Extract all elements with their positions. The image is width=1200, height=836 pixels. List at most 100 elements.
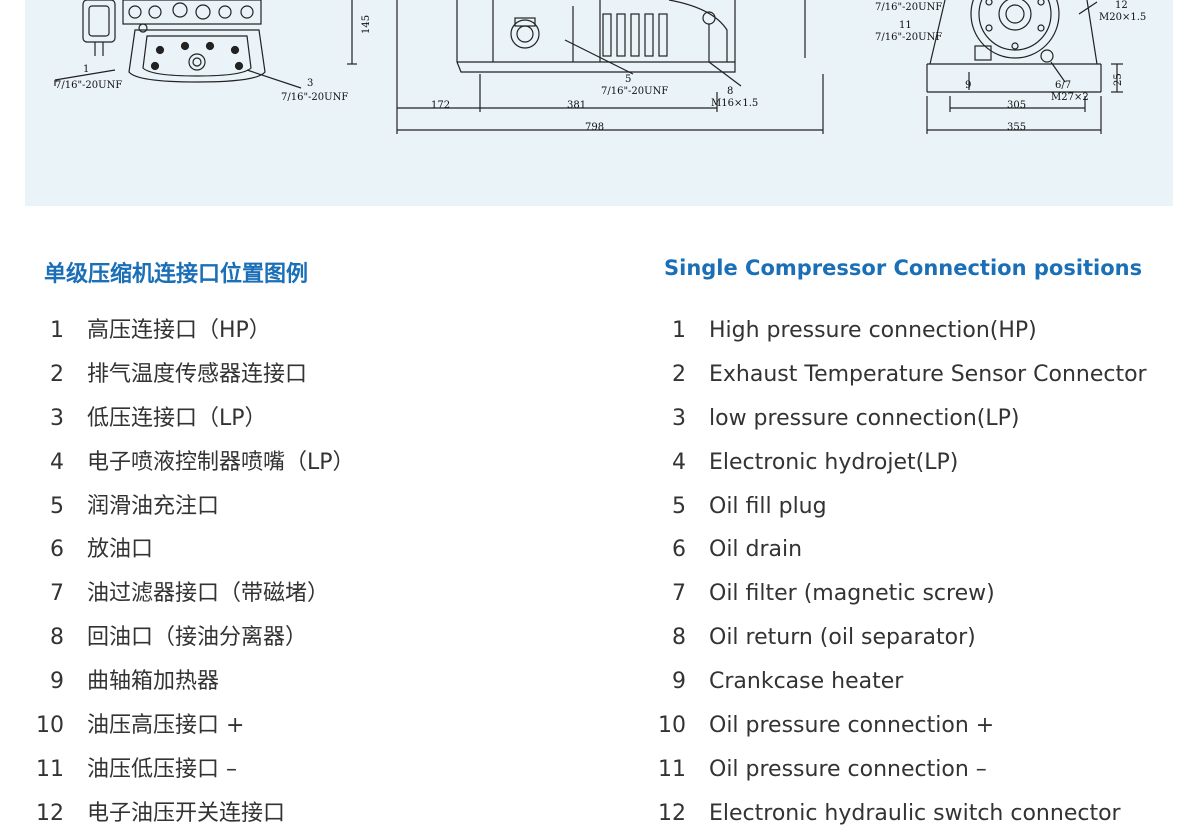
label-5-number: 5 [625, 74, 631, 85]
end-top-thread: 7/16"-20UNF [875, 2, 942, 13]
item-number: 2 [50, 361, 64, 387]
end-view [926, 0, 1123, 134]
dim-25: 25 [1113, 73, 1124, 86]
item-text: 油压高压接口 + [87, 713, 245, 739]
dim-798: 798 [585, 122, 604, 133]
item-text: Oil return (oil separator) [709, 625, 976, 651]
item-text: Electronic hydrojet(LP) [709, 449, 959, 475]
item-text: 电子油压开关连接口 [87, 800, 286, 826]
list-item: 4 电子喷液控制器喷嘴（LP） [30, 441, 590, 485]
label-11-number: 11 [899, 20, 912, 31]
item-number: 12 [36, 800, 64, 826]
item-number: 9 [672, 669, 686, 695]
item-text: 低压连接口（LP） [87, 405, 267, 431]
item-number: 11 [658, 756, 686, 782]
side-view [347, 0, 824, 134]
item-number: 9 [50, 669, 64, 695]
item-number: 8 [50, 625, 64, 651]
list-item: 8 Oil return (oil separator) [652, 616, 1198, 660]
item-number: 11 [36, 756, 64, 782]
item-text: High pressure connection(HP) [709, 318, 1037, 343]
list-item: 1 High pressure connection(HP) [652, 309, 1198, 353]
item-text: 油过滤器接口（带磁堵） [87, 581, 330, 607]
list-item: 7 Oil filter (magnetic screw) [652, 572, 1198, 616]
item-number: 6 [50, 537, 64, 563]
item-text: Exhaust Temperature Sensor Connector [709, 361, 1147, 387]
item-text: Electronic hydraulic switch connector [709, 800, 1121, 826]
list-item: 5 Oil fill plug [652, 485, 1198, 529]
item-number: 4 [50, 449, 64, 475]
label-3-number: 3 [307, 78, 313, 89]
list-item: 12 电子油压开关连接口 [30, 792, 590, 836]
heading-english: Single Compressor Connection positions [664, 256, 1143, 280]
item-text: Oil pressure connection + [709, 713, 995, 739]
item-number: 1 [672, 318, 686, 343]
label-6-7-thread: M27×2 [1051, 92, 1089, 103]
item-number: 7 [672, 581, 686, 607]
list-item: 3 低压连接口（LP） [30, 397, 590, 441]
list-item: 4 Electronic hydrojet(LP) [652, 441, 1198, 485]
label-12-number: 12 [1115, 0, 1128, 11]
label-9-number: 9 [965, 80, 971, 91]
label-1-thread: 7/16"-20UNF [55, 80, 122, 91]
item-number: 3 [50, 405, 64, 431]
item-number: 3 [672, 405, 686, 431]
item-text: 油压低压接口 – [87, 756, 237, 782]
list-item: 2 Exhaust Temperature Sensor Connector [652, 353, 1198, 397]
item-text: 排气温度传感器连接口 [87, 361, 308, 387]
item-number: 2 [672, 361, 686, 387]
item-number: 4 [672, 449, 686, 475]
item-text: 电子喷液控制器喷嘴（LP） [87, 449, 355, 475]
list-item: 2 排气温度传感器连接口 [30, 353, 590, 397]
list-item: 5 润滑油充注口 [30, 485, 590, 529]
item-text: Oil drain [709, 537, 803, 563]
item-number: 8 [672, 625, 686, 651]
dim-305: 305 [1007, 100, 1026, 111]
item-number: 5 [672, 493, 686, 519]
list-item: 3 low pressure connection(LP) [652, 397, 1198, 441]
item-number: 10 [36, 713, 64, 739]
list-item: 10 油压高压接口 + [30, 704, 590, 748]
list-item: 12 Electronic hydraulic switch connector [652, 792, 1198, 836]
label-11-thread: 7/16"-20UNF [875, 32, 942, 43]
label-6-7-number: 6/7 [1055, 80, 1071, 91]
label-5-thread: 7/16"-20UNF [601, 86, 668, 97]
item-text: 回油口（接油分离器） [87, 625, 308, 651]
legend-list-english: 1 High pressure connection(HP) 2 Exhaust T… [652, 309, 1198, 836]
label-3-thread: 7/16"-20UNF [281, 92, 348, 103]
item-text: Oil filter (magnetic screw) [709, 581, 995, 607]
item-number: 12 [658, 800, 686, 826]
item-text: 放油口 [87, 537, 154, 563]
item-text: Oil fill plug [709, 493, 827, 519]
label-1-number: 1 [83, 64, 89, 75]
list-item: 11 油压低压接口 – [30, 748, 590, 792]
label-8-number: 8 [727, 86, 733, 97]
list-item: 9 Crankcase heater [652, 660, 1198, 704]
list-item: 6 放油口 [30, 528, 590, 572]
list-item: 10 Oil pressure connection + [652, 704, 1198, 748]
front-view [54, 0, 302, 89]
dim-381: 381 [567, 100, 586, 111]
dim-355: 355 [1007, 122, 1026, 133]
heading-chinese: 单级压缩机连接口位置图例 [44, 262, 309, 287]
label-12-thread: M20×1.5 [1099, 12, 1146, 23]
item-text: 润滑油充注口 [87, 493, 220, 519]
technical-drawing: 1 7/16"-20UNF 3 7/16"-20UNF [25, 0, 1173, 206]
item-text: 曲轴箱加热器 [87, 669, 220, 695]
list-item: 6 Oil drain [652, 528, 1198, 572]
compressor-drawing-svg: 1 7/16"-20UNF 3 7/16"-20UNF [54, 0, 1146, 134]
item-number: 5 [50, 493, 64, 519]
item-text: Oil pressure connection – [709, 756, 987, 782]
item-number: 6 [672, 537, 686, 563]
item-text: Crankcase heater [709, 669, 904, 695]
item-text: low pressure connection(LP) [709, 405, 1020, 431]
list-item: 11 Oil pressure connection – [652, 748, 1198, 792]
list-item: 8 回油口（接油分离器） [30, 616, 590, 660]
item-number: 1 [50, 318, 64, 343]
label-8-thread: M16×1.5 [711, 98, 758, 109]
item-number: 10 [658, 713, 686, 739]
dim-172: 172 [431, 100, 450, 111]
